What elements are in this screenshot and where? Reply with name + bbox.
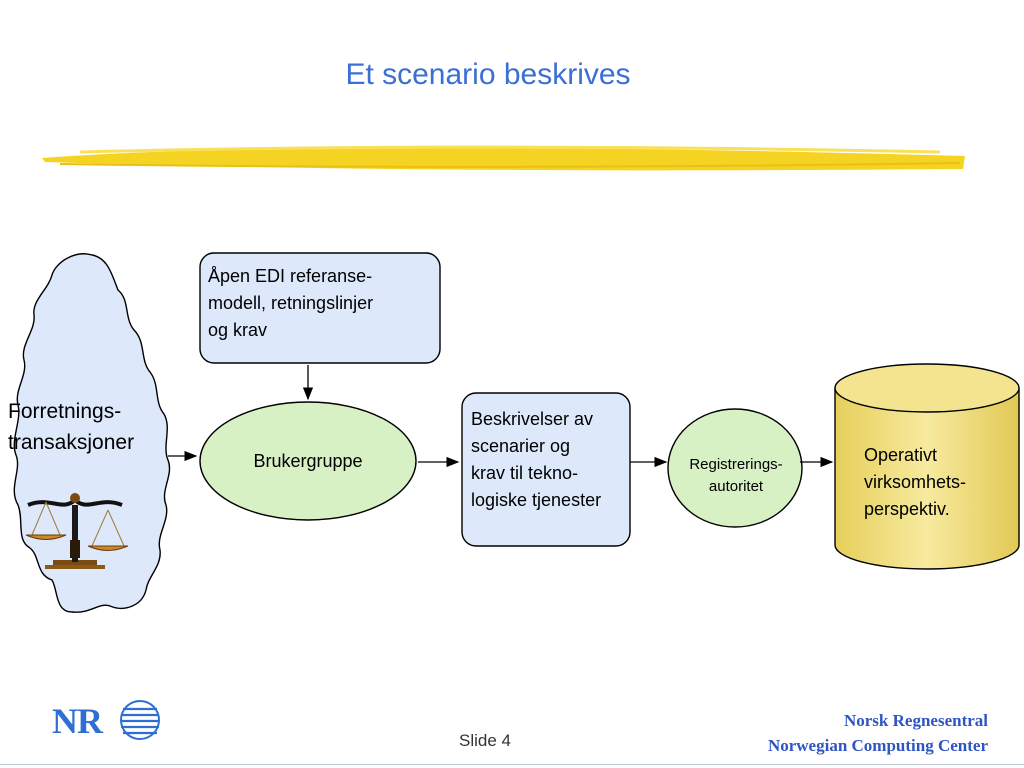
- slide-title: Et scenario beskrives: [345, 58, 631, 91]
- edi-label-line3: og krav: [208, 320, 268, 340]
- beskrivelser-box: [461, 392, 631, 547]
- cloud-label: Forretnings- transaksjoner: [8, 396, 134, 458]
- brukergruppe-label: Brukergruppe: [253, 451, 363, 471]
- registrering-label: Registrerings- autoritet: [674, 454, 798, 498]
- registrering-line1: Registrerings-: [689, 456, 783, 473]
- beskrivelser-line2: scenarier og: [471, 436, 571, 456]
- cloud-label-line2: transaksjoner: [8, 431, 135, 454]
- beskrivelser-label: Beskrivelser av scenarier og krav til te…: [471, 406, 601, 514]
- organization-name: Norsk Regnesentral Norwegian Computing C…: [768, 708, 988, 758]
- nr-logo: NR: [52, 701, 103, 741]
- edi-label-line2: modell, retningslinjer: [208, 293, 374, 313]
- footer-divider: [0, 764, 1024, 765]
- logo-waves-icon: [120, 700, 160, 740]
- scales-of-justice-icon: [25, 493, 129, 569]
- brukergruppe-ellipse: [199, 401, 417, 521]
- operativt-line2: virksomhets-: [864, 472, 967, 492]
- operativt-line3: perspektiv.: [864, 499, 950, 519]
- slide-number: Slide 4: [459, 731, 511, 750]
- edi-reference-model-box: [199, 252, 441, 364]
- beskrivelser-line3: krav til tekno-: [471, 463, 579, 483]
- operativt-cylinder: [834, 363, 1020, 570]
- operativt-line1: Operativt: [864, 445, 938, 465]
- cloud-label-line1: Forretnings-: [8, 400, 122, 423]
- beskrivelser-line4: logiske tjenester: [471, 490, 602, 510]
- business-transactions-cloud: [13, 253, 171, 613]
- edi-label-line1: Åpen EDI referanse-: [208, 266, 373, 286]
- edi-box-label: Åpen EDI referanse- modell, retningslinj…: [208, 263, 373, 344]
- registrering-line2: autoritet: [708, 478, 764, 495]
- registrerings-autoritet-circle: [667, 408, 803, 528]
- title-highlighter-stroke: [42, 145, 965, 171]
- operativt-label: Operativt virksomhets- perspektiv.: [864, 442, 966, 523]
- org-name-english: Norwegian Computing Center: [767, 736, 988, 755]
- org-name-norwegian: Norsk Regnesentral: [843, 711, 988, 730]
- beskrivelser-line1: Beskrivelser av: [471, 409, 594, 429]
